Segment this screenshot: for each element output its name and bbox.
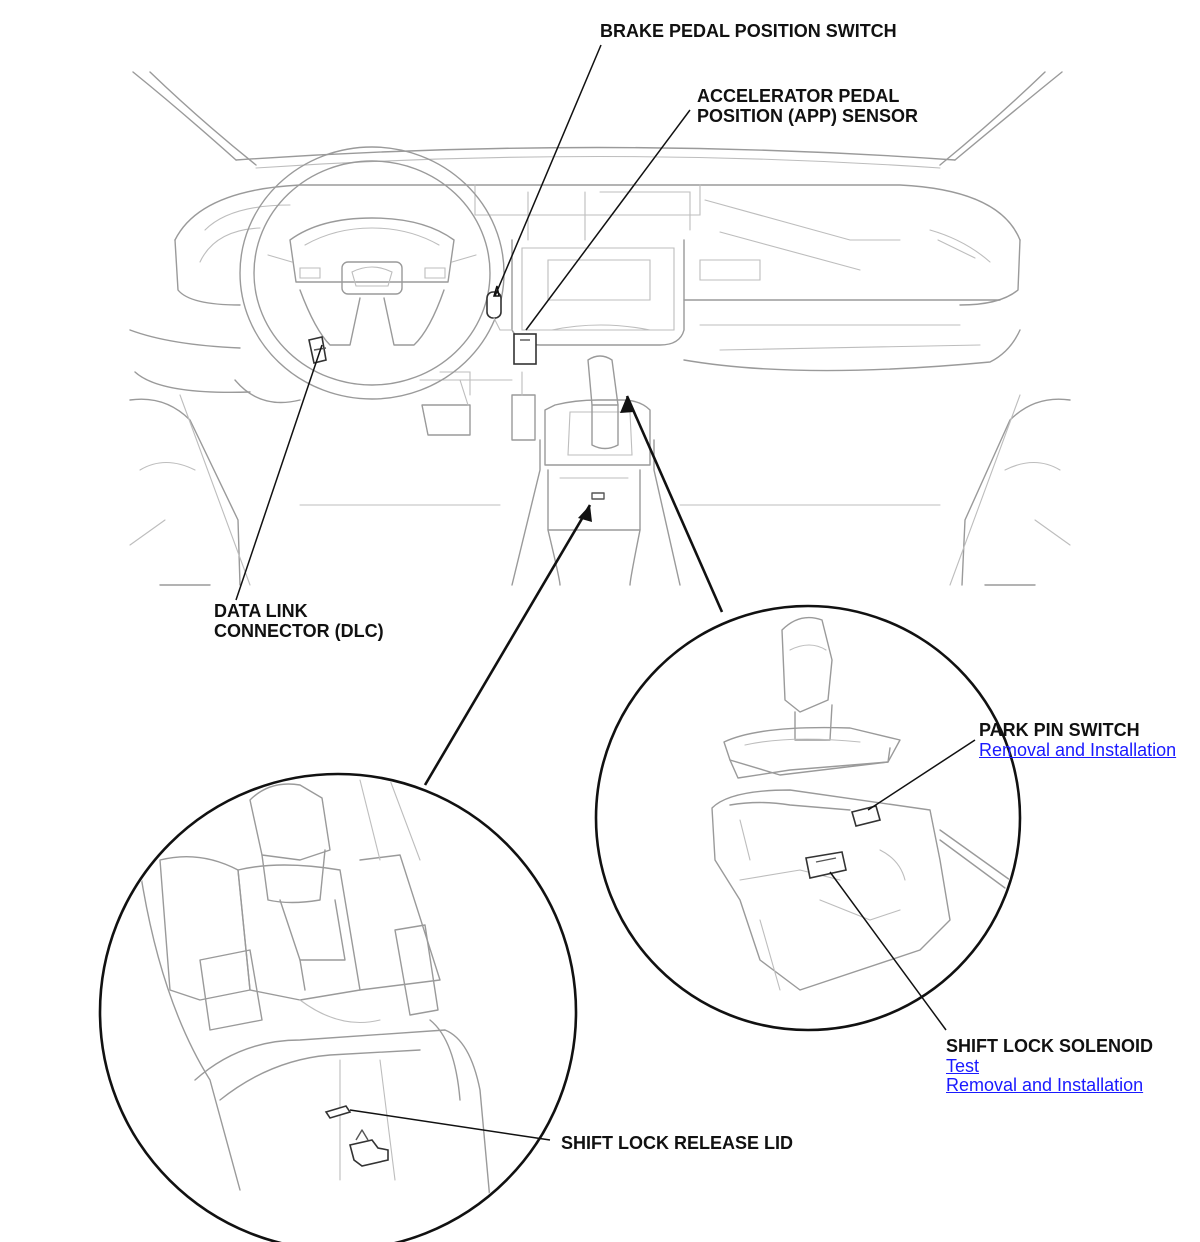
label-dlc: DATA LINK CONNECTOR (DLC): [214, 601, 384, 641]
label-shift-lock-solenoid: SHIFT LOCK SOLENOID: [946, 1036, 1153, 1056]
solenoid-test-link[interactable]: Test: [946, 1056, 980, 1076]
right-callout-arrow: [620, 396, 634, 413]
console-detail-circle: [98, 772, 578, 1242]
dashboard-line-art: [129, 71, 1071, 586]
right-callout-line: [625, 395, 724, 613]
dlc-text-2: CONNECTOR (DLC): [214, 621, 384, 641]
dlc-part: [308, 336, 327, 364]
steering-wheel: [239, 146, 505, 400]
brake-switch-text: BRAKE PEDAL POSITION SWITCH: [600, 21, 897, 41]
app-sensor-leader: [525, 109, 691, 331]
shifter-detail-circle: [594, 604, 1022, 1032]
release-lid-text: SHIFT LOCK RELEASE LID: [561, 1133, 794, 1153]
left-callout-arrow: [578, 505, 592, 522]
park-pin-leader: [867, 739, 976, 811]
solenoid-removal-link[interactable]: Removal and Installation: [946, 1075, 1144, 1095]
left-callout-line: [423, 504, 592, 786]
solenoid-leader: [829, 871, 947, 1031]
label-shift-lock-release-lid: SHIFT LOCK RELEASE LID: [561, 1133, 793, 1153]
solenoid-text: SHIFT LOCK SOLENOID: [946, 1036, 1153, 1056]
app-sensor-text-2: POSITION (APP) SENSOR: [697, 106, 919, 126]
app-sensor-part: [513, 333, 537, 365]
brake-switch-part: [486, 291, 513, 331]
release-lid-leader: [349, 1109, 551, 1141]
label-brake-pedal-position-switch: BRAKE PEDAL POSITION SWITCH: [600, 21, 897, 41]
label-park-pin-switch: PARK PIN SWITCH: [979, 720, 1140, 740]
dlc-text-1: DATA LINK: [214, 601, 308, 621]
park-pin-text: PARK PIN SWITCH: [979, 720, 1140, 740]
brake-switch-leader: [494, 44, 602, 297]
park-pin-removal-link[interactable]: Removal and Installation: [979, 740, 1177, 760]
dlc-leader: [235, 344, 323, 601]
label-app-sensor: ACCELERATOR PEDAL POSITION (APP) SENSOR: [697, 86, 918, 126]
app-sensor-text-1: ACCELERATOR PEDAL: [697, 86, 900, 106]
